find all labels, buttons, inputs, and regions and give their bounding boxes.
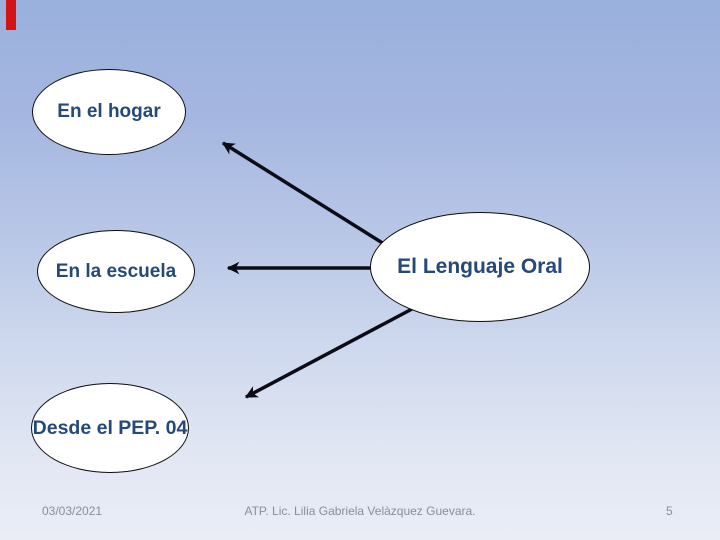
footer-page-number: 5 — [666, 504, 673, 518]
node-en-la-escuela-label: En la escuela — [55, 260, 177, 282]
node-en-la-escuela: En la escuela — [37, 230, 195, 313]
footer-credit: ATP. Lic. Lilia Gabriela Velàzquez Gueva… — [244, 504, 476, 518]
arrow-to-desde-el-pep — [244, 307, 413, 399]
footer-date: 03/03/2021 — [42, 504, 103, 518]
node-desde-el-pep: Desde el PEP. 04 — [31, 383, 189, 473]
node-el-lenguaje-oral: El Lenguaje Oral — [370, 212, 590, 322]
node-en-el-hogar-label: En el hogar — [57, 101, 161, 122]
node-en-el-hogar: En el hogar — [32, 69, 186, 155]
node-desde-el-pep-label: Desde el PEP. 04 — [32, 416, 188, 439]
red-accent-bar — [6, 0, 16, 30]
node-el-lenguaje-oral-label: El Lenguaje Oral — [397, 255, 563, 278]
arrow-to-en-el-hogar — [221, 141, 385, 246]
